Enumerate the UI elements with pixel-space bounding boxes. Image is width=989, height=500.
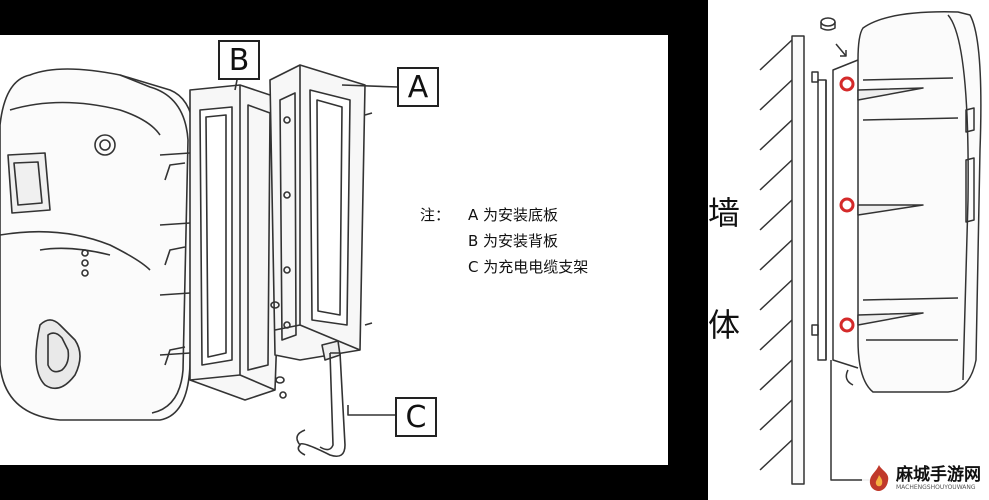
leader-line-c xyxy=(347,405,395,416)
charger-body xyxy=(0,68,196,421)
watermark-subtext: MACHENGSHOUYOUWANG xyxy=(896,483,976,491)
exploded-view-drawing xyxy=(0,64,399,458)
marker-top xyxy=(839,76,855,92)
leader-line-a xyxy=(341,84,399,88)
wall-label-char2: 体 xyxy=(708,306,741,344)
wall-mount-panel: 墙 体 麻城手游网 MACHENGSHOUYOUWANG xyxy=(708,0,989,500)
screws xyxy=(270,301,287,399)
wall-hatching xyxy=(759,39,793,471)
cable-bracket-c xyxy=(296,340,346,458)
cable-line xyxy=(830,360,873,481)
mounting-plate xyxy=(817,79,827,361)
label-b: B xyxy=(218,40,260,80)
watermark-text: 麻城手游网 xyxy=(896,464,981,485)
watermark-logo-icon xyxy=(869,465,889,491)
back-plate-b xyxy=(189,84,286,401)
label-a: A xyxy=(397,67,439,107)
note-line-a: A 为安装底板 xyxy=(468,206,559,224)
note-line-c: C 为充电电缆支架 xyxy=(468,258,589,276)
note-line-b: B 为安装背板 xyxy=(468,232,559,250)
base-plate-a xyxy=(269,64,373,361)
marker-bottom xyxy=(839,317,855,333)
screw-top xyxy=(820,17,836,27)
marker-middle xyxy=(839,197,855,213)
wall-slab xyxy=(791,35,805,485)
note-prefix: 注： xyxy=(420,206,451,224)
label-c: C xyxy=(395,397,437,437)
exploded-view-panel: B A C 注： A 为安装底板 B 为安装背板 C 为充电电缆支架 xyxy=(0,35,668,465)
watermark: 麻城手游网 MACHENGSHOUYOUWANG xyxy=(862,458,987,498)
insert-arrow xyxy=(835,43,847,57)
charger-side-body xyxy=(832,11,982,393)
wall-label-char1: 墙 xyxy=(708,194,741,232)
screw-markers xyxy=(839,76,855,333)
wall-mount-drawing xyxy=(759,11,982,485)
